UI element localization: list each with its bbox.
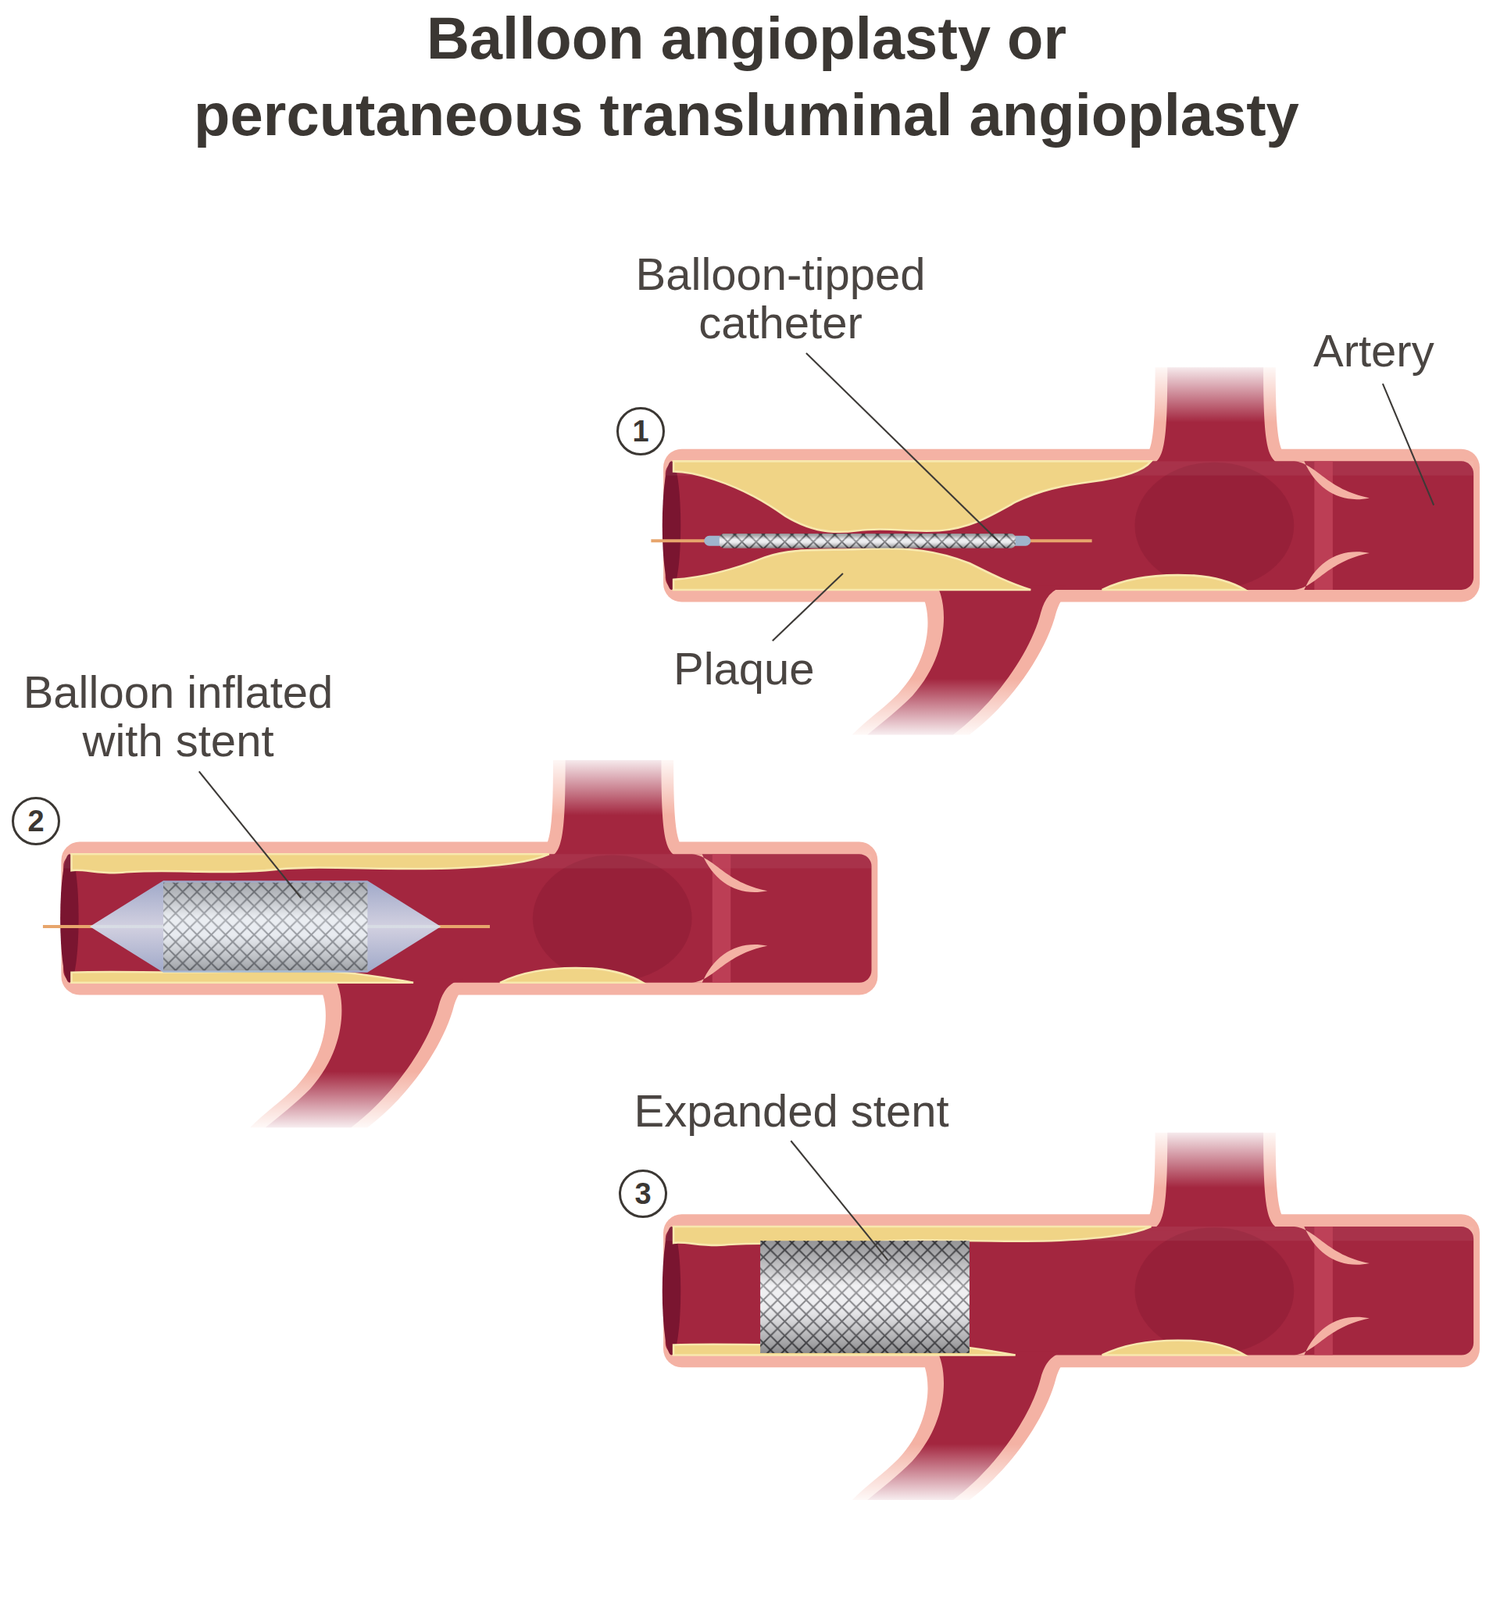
part-label: Balloon-tipped catheter <box>600 250 961 347</box>
title-line: percutaneous transluminal angioplasty <box>0 76 1493 154</box>
part-label: Balloon inflated with stent <box>6 667 351 765</box>
callout-number: 3 <box>634 1178 651 1210</box>
part-label: Expanded stent <box>596 1086 987 1136</box>
part-label: Artery <box>1313 326 1486 376</box>
step-number-circle: 1 <box>616 407 665 456</box>
step-number-circle: 3 <box>618 1169 668 1218</box>
title: Balloon angioplasty or percutaneous tran… <box>0 0 1493 154</box>
callout-number: 1 <box>632 415 649 447</box>
callout-number: 2 <box>27 805 44 837</box>
title-line: Balloon angioplasty or <box>0 0 1493 77</box>
part-label: Plaque <box>673 644 861 693</box>
step-number-circle: 2 <box>11 796 61 846</box>
